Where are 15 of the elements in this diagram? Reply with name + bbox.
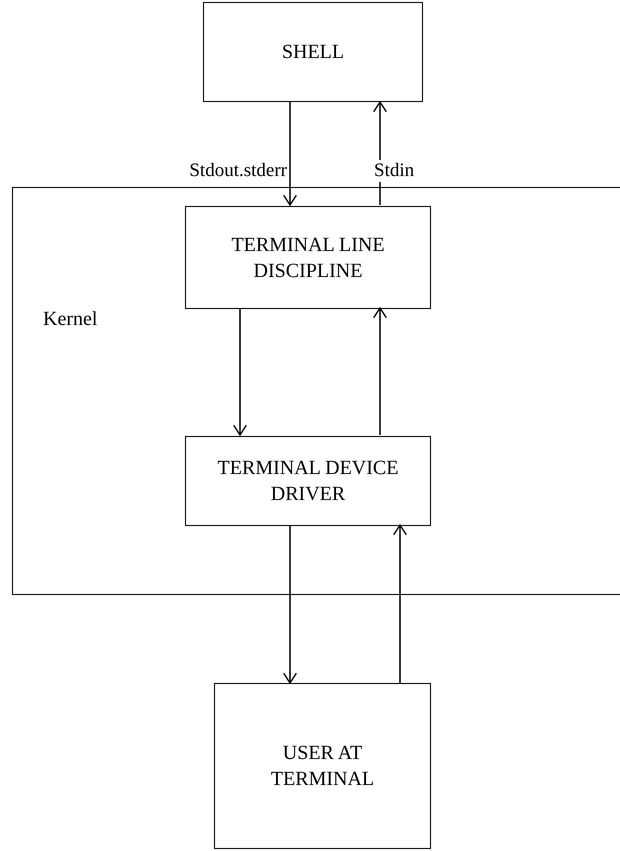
- arrow: [373, 307, 387, 435]
- arrow: [283, 525, 297, 684]
- process-box: [185, 206, 431, 309]
- process-box: [185, 436, 431, 526]
- arrow: [233, 308, 247, 436]
- kernel-region: [12, 187, 620, 595]
- box-label: TERMINAL LINE DISCIPLINE: [230, 232, 386, 284]
- process-box: [214, 683, 431, 849]
- arrow: [393, 524, 407, 683]
- arrow: [283, 102, 297, 206]
- box-label: TERMINAL DEVICE DRIVER: [216, 456, 400, 507]
- process-box: [203, 2, 423, 102]
- box-label: USER AT TERMINAL: [270, 741, 376, 792]
- region-label: Kernel: [43, 308, 98, 331]
- box-label: SHELL: [280, 40, 346, 65]
